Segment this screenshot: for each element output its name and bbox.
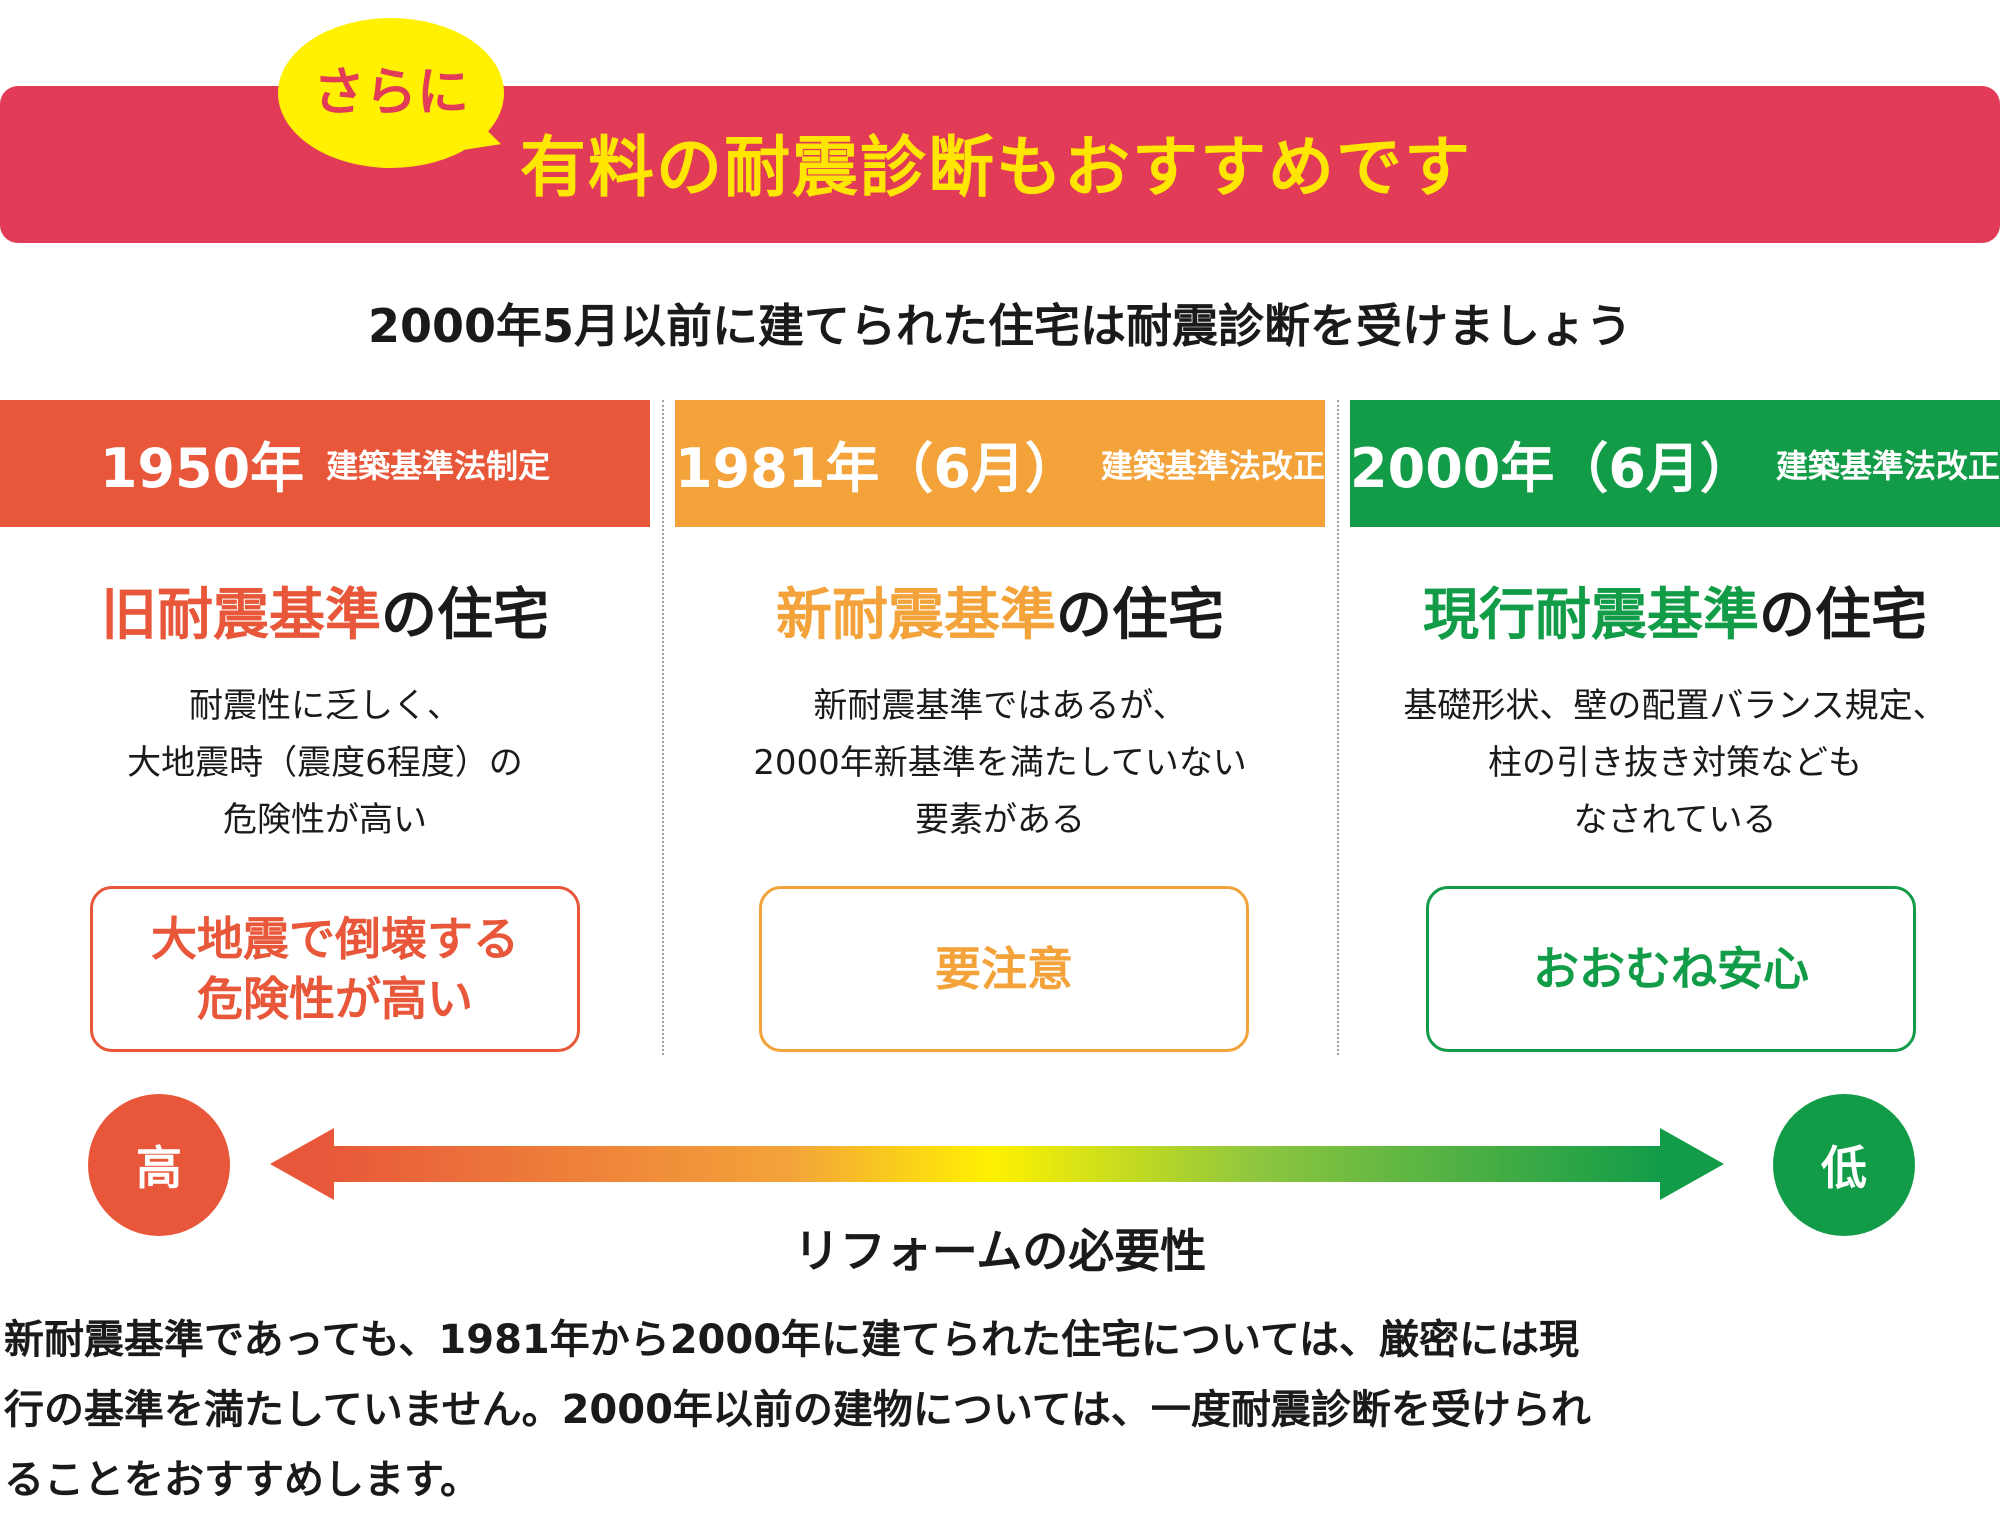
column-divider [1337,400,1339,1055]
column-title: 旧耐震基準の住宅 [0,570,650,651]
column-title: 新耐震基準の住宅 [675,570,1325,651]
risk-box: 要注意 [759,886,1249,1052]
arrow-right-icon [1660,1128,1724,1200]
speech-bubble [278,18,504,168]
description-line: 柱の引き抜き対策なども [1488,743,1862,783]
column-header: 1950年 建築基準法制定 [0,400,650,527]
description-line: なされている [1573,800,1777,840]
scale-label: リフォームの必要性 [793,1224,1207,1278]
description-line: 基礎形状、壁の配置バランス規定、 [1403,686,1947,726]
column-2000: 2000年（6月） 建築基準法改正 現行耐震基準の住宅 基礎形状、壁の配置バラン… [1350,400,2000,1060]
column-description: 新耐震基準ではあるが、 2000年新基準を満たしていない 要素がある [675,678,1325,849]
risk-box-line: 危険性が高い [197,972,473,1026]
column-title-rest: の住宅 [1759,583,1927,648]
risk-box-line: 大地震で倒壊する [151,912,519,966]
column-title: 現行耐震基準の住宅 [1350,570,2000,651]
column-title-rest: の住宅 [1056,583,1224,648]
column-header: 2000年（6月） 建築基準法改正 [1350,400,2000,527]
risk-box: 大地震で倒壊する 危険性が高い [90,886,580,1052]
speech-bubble-text: さらに [312,63,469,123]
column-header: 1981年（6月） 建築基準法改正 [675,400,1325,527]
body-line: ることをおすすめします。 [4,1457,480,1503]
body-line: 新耐震基準であっても、1981年から2000年に建てられた住宅については、厳密に… [4,1317,1580,1363]
risk-box: おおむね安心 [1426,886,1916,1052]
column-1981: 1981年（6月） 建築基準法改正 新耐震基準の住宅 新耐震基準ではあるが、 2… [675,400,1325,1060]
column-title-highlight: 旧耐震基準 [101,583,381,648]
body-text: 新耐震基準であっても、1981年から2000年に建てられた住宅については、厳密に… [4,1305,1996,1515]
banner-title: 有料の耐震診断もおすすめです [520,129,1472,206]
column-law: 建築基準法改正 [1100,446,1325,485]
column-title-rest: の住宅 [381,583,549,648]
subtitle: 2000年5月以前に建てられた住宅は耐震診断を受けましょう [367,299,1633,353]
column-year: 1950年 [99,437,305,500]
column-law: 建築基準法制定 [326,446,551,485]
column-year: 1981年（6月） [675,437,1079,500]
column-title-highlight: 新耐震基準 [776,583,1056,648]
body-line: 行の基準を満たしていません。2000年以前の建物については、一度耐震診断を受けら… [4,1387,1591,1433]
low-circle: 低 [1773,1094,1915,1236]
description-line: 新耐震基準ではあるが、 [813,686,1187,726]
column-description: 耐震性に乏しく、 大地震時（震度6程度）の 危険性が高い [0,678,650,849]
description-line: 2000年新基準を満たしていない [753,743,1247,783]
description-line: 要素がある [915,800,1085,840]
column-title-highlight: 現行耐震基準 [1423,583,1759,648]
column-description: 基礎形状、壁の配置バランス規定、 柱の引き抜き対策なども なされている [1350,678,2000,849]
high-circle: 高 [88,1094,230,1236]
gradient-arrow [320,1146,1660,1182]
column-divider [662,400,664,1055]
column-1950: 1950年 建築基準法制定 旧耐震基準の住宅 耐震性に乏しく、 大地震時（震度6… [0,400,650,1060]
description-line: 危険性が高い [223,800,427,840]
column-law: 建築基準法改正 [1775,446,2000,485]
column-year: 2000年（6月） [1350,437,1754,500]
risk-box-line: おおむね安心 [1533,942,1809,996]
description-line: 大地震時（震度6程度）の [127,743,523,783]
risk-box-line: 要注意 [935,942,1073,996]
description-line: 耐震性に乏しく、 [189,686,461,726]
